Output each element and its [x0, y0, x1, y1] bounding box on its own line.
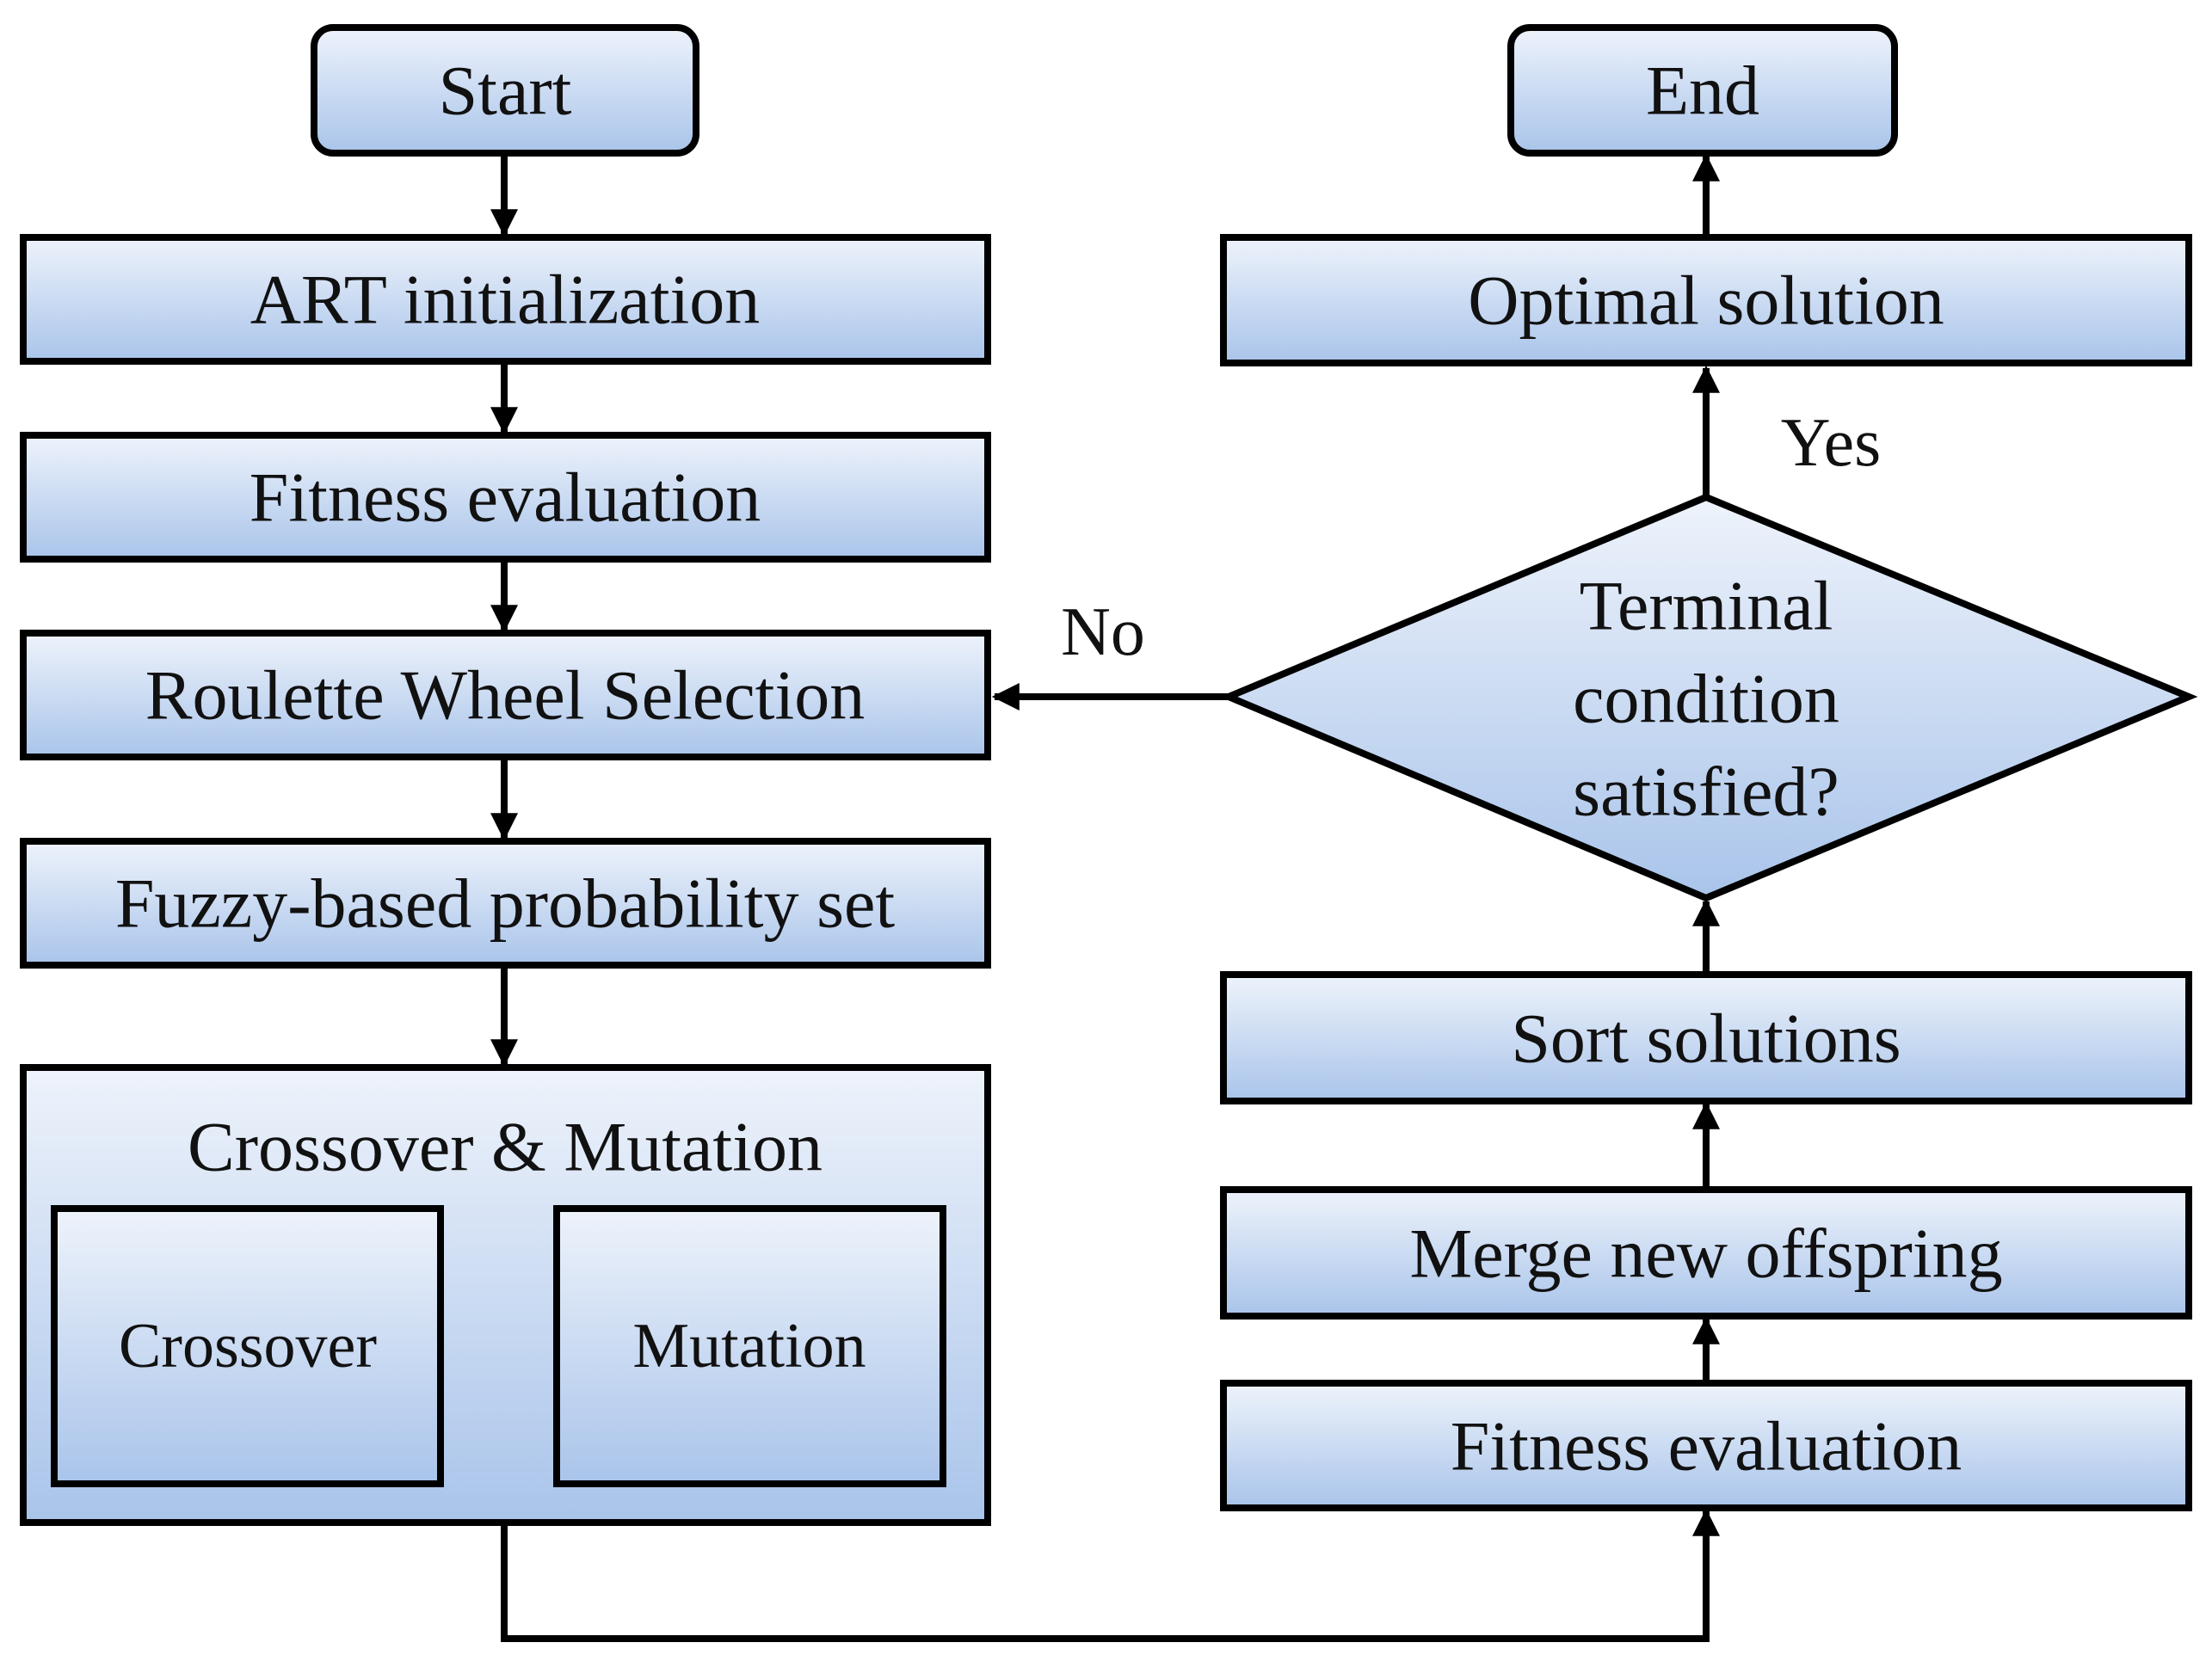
crossover-mutation-group: Crossover & Mutation Crossover Mutation — [20, 1064, 991, 1526]
svg-text:Fitness evaluation: Fitness evaluation — [1451, 1407, 1962, 1486]
fitness-evaluation-right-node: Fitness evaluation — [1220, 1380, 2192, 1511]
arrow-crossover-mutation-to-fitness-right — [501, 1508, 1720, 1642]
svg-text:Roulette Wheel Selection: Roulette Wheel Selection — [145, 656, 865, 735]
crossover-mutation-title: Crossover & Mutation — [188, 1108, 823, 1186]
roulette-wheel-selection-node: Roulette Wheel Selection — [20, 630, 991, 760]
svg-text:Fuzzy-based probability set: Fuzzy-based probability set — [115, 864, 896, 943]
svg-text:Merge new offspring: Merge new offspring — [1409, 1215, 2002, 1293]
connectors — [490, 153, 1720, 1642]
fitness-evaluation-left-node: Fitness evaluation — [20, 432, 991, 563]
svg-text:Start: Start — [439, 52, 572, 130]
merge-new-offspring-node: Merge new offspring — [1220, 1186, 2192, 1320]
optimal-solution-node: Optimal solution — [1220, 234, 2192, 366]
mutation-node: Mutation — [553, 1205, 946, 1487]
terminal-condition-decision: Terminal condition satisfied? — [1219, 493, 2198, 902]
svg-text:satisfied?: satisfied? — [1573, 753, 1839, 831]
svg-text:Terminal: Terminal — [1580, 567, 1833, 645]
fuzzy-probability-set-node: Fuzzy-based probability set — [20, 838, 991, 969]
svg-text:condition: condition — [1573, 660, 1839, 738]
art-initialization-node: ART initialization — [20, 234, 991, 365]
svg-text:Crossover: Crossover — [119, 1311, 377, 1381]
svg-text:Fitness evaluation: Fitness evaluation — [250, 458, 761, 537]
no-label: No — [1061, 594, 1145, 670]
start-node: Start — [311, 24, 699, 157]
end-node: End — [1507, 24, 1898, 157]
svg-text:Sort solutions: Sort solutions — [1511, 1000, 1901, 1078]
sort-solutions-node: Sort solutions — [1220, 971, 2192, 1104]
svg-text:End: End — [1646, 52, 1759, 130]
svg-text:Optimal solution: Optimal solution — [1468, 261, 1944, 340]
svg-text:Mutation: Mutation — [632, 1311, 866, 1381]
crossover-node: Crossover — [51, 1205, 444, 1487]
yes-label: Yes — [1781, 405, 1881, 481]
svg-text:ART initialization: ART initialization — [250, 261, 761, 339]
